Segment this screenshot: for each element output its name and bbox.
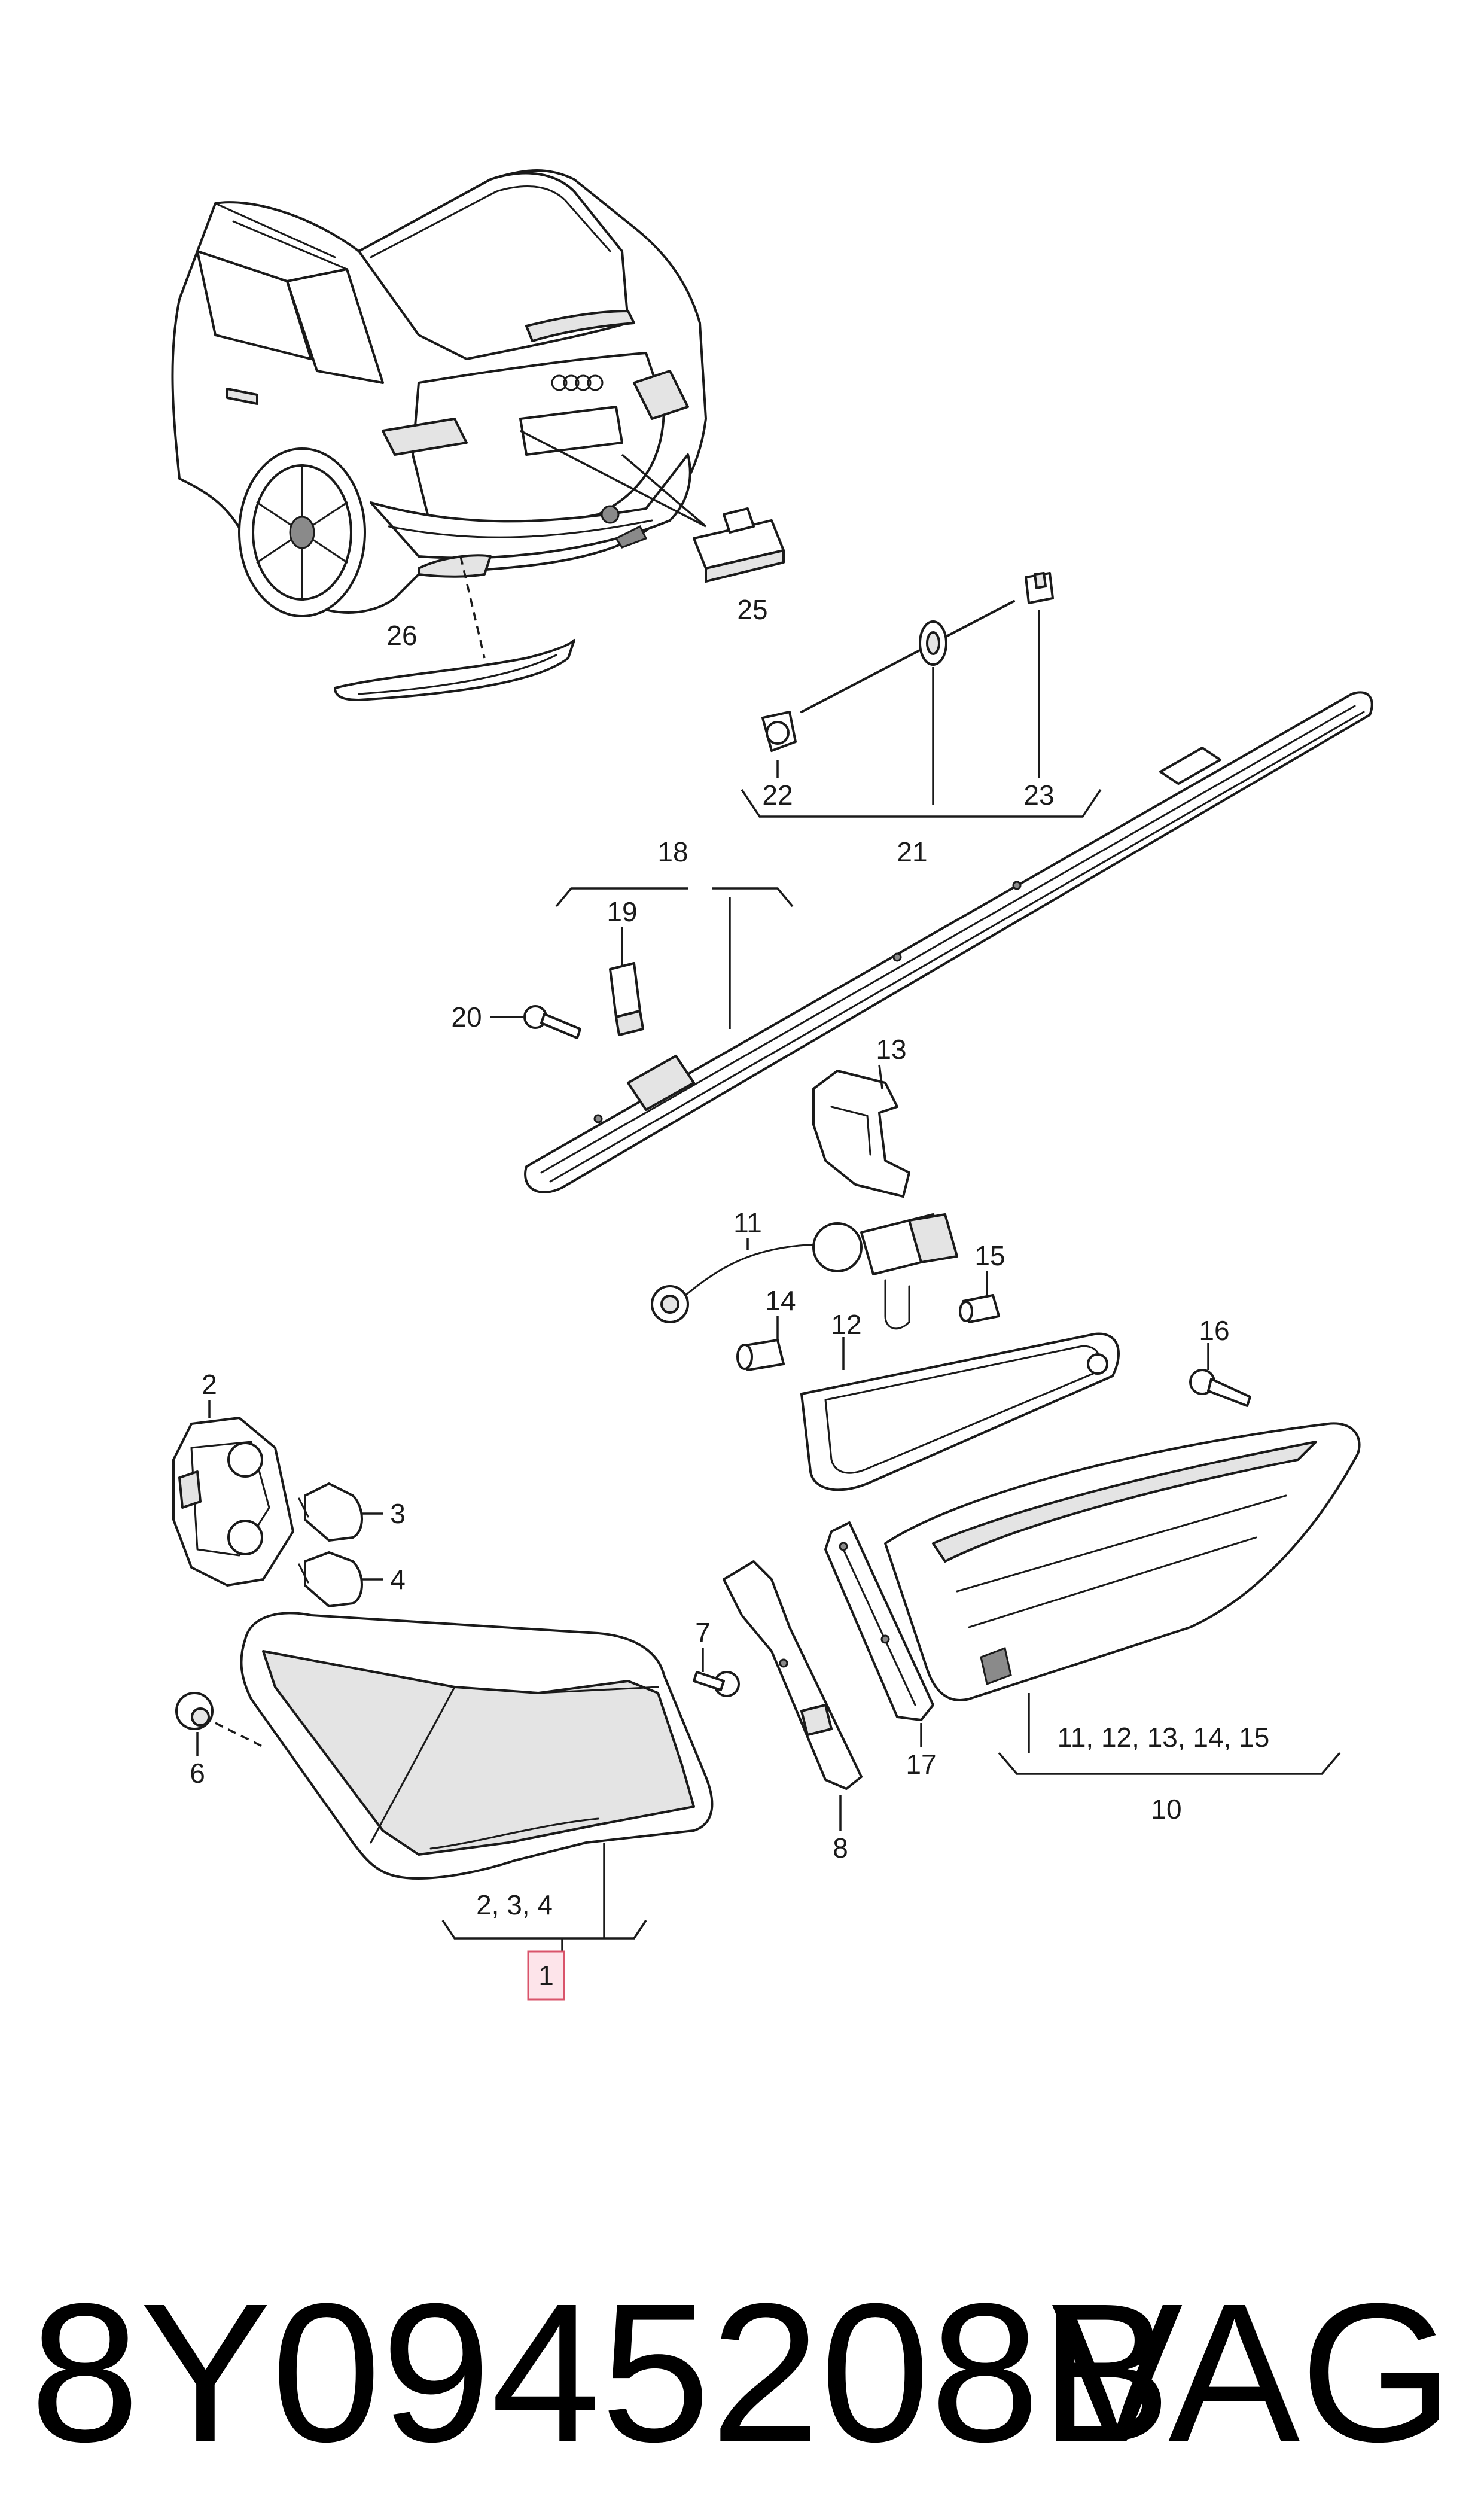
part-16-screw	[1189, 1369, 1251, 1407]
callout-1: 1	[538, 1960, 554, 1991]
callout-group-1-members: 2, 3, 4	[476, 1889, 553, 1920]
callout-7: 7	[695, 1617, 711, 1648]
callout-2: 2	[202, 1369, 217, 1400]
callout-group-10-members: 11, 12, 13, 14, 15	[1058, 1722, 1270, 1753]
callout-12: 12	[831, 1309, 861, 1340]
callout-19: 19	[607, 896, 637, 927]
part-4-bulb	[298, 1551, 363, 1607]
part-26-reflector	[334, 556, 575, 701]
part-7-screw	[693, 1671, 740, 1697]
part-2-bulb-holder	[172, 1417, 294, 1587]
brand-name: VAG	[1052, 2262, 1453, 2483]
callout-21: 21	[897, 836, 927, 867]
callout-22: 22	[762, 780, 793, 811]
part-25-licence-plate-light	[520, 430, 785, 583]
part-18-trim-strip	[524, 691, 1373, 1193]
brand-rings-logo	[551, 374, 604, 391]
part-3-bulb	[298, 1482, 363, 1542]
callout-17: 17	[906, 1749, 936, 1780]
part-15-bulb	[959, 1294, 1000, 1323]
callout-26: 26	[386, 620, 417, 651]
rear-wheel	[238, 447, 366, 617]
callout-8: 8	[833, 1832, 848, 1864]
part-17-seal	[824, 1521, 934, 1721]
part-6-grommet	[175, 1692, 214, 1730]
part-1-outer-tail-light	[240, 1612, 714, 1880]
callout-13: 13	[876, 1034, 906, 1065]
callout-4: 4	[390, 1564, 406, 1595]
callout-1-highlight	[527, 1950, 565, 2001]
callout-3: 3	[390, 1498, 406, 1529]
part-13-bracket	[812, 1070, 910, 1198]
part-21-wiring	[761, 572, 1054, 752]
callout-23: 23	[1023, 780, 1054, 811]
part-19-clip	[609, 962, 644, 1036]
car-illustration	[171, 169, 707, 617]
part-20-screw	[523, 1005, 581, 1039]
callout-10: 10	[1151, 1794, 1181, 1825]
callout-11: 11	[733, 1207, 762, 1238]
part-10-inner-tail-light	[884, 1422, 1361, 1701]
part-11-harness	[651, 1213, 958, 1330]
part-8-bracket	[723, 1560, 863, 1790]
callout-18: 18	[657, 836, 688, 867]
callout-20: 20	[451, 1001, 482, 1033]
callout-25: 25	[737, 594, 767, 625]
callout-14: 14	[765, 1285, 796, 1316]
callout-16: 16	[1199, 1315, 1229, 1346]
footer: 8Y0945208B VAG	[30, 2262, 1453, 2483]
callout-15: 15	[974, 1240, 1005, 1271]
callout-labels: 25 26 22 23 21 18 19 20 13 11 15 14 12 1…	[190, 594, 1270, 2001]
part-number: 8Y0945208B	[30, 2262, 1171, 2483]
callout-6: 6	[190, 1758, 205, 1789]
part-12-gasket	[800, 1332, 1120, 1491]
part-14-bulb	[736, 1339, 785, 1371]
